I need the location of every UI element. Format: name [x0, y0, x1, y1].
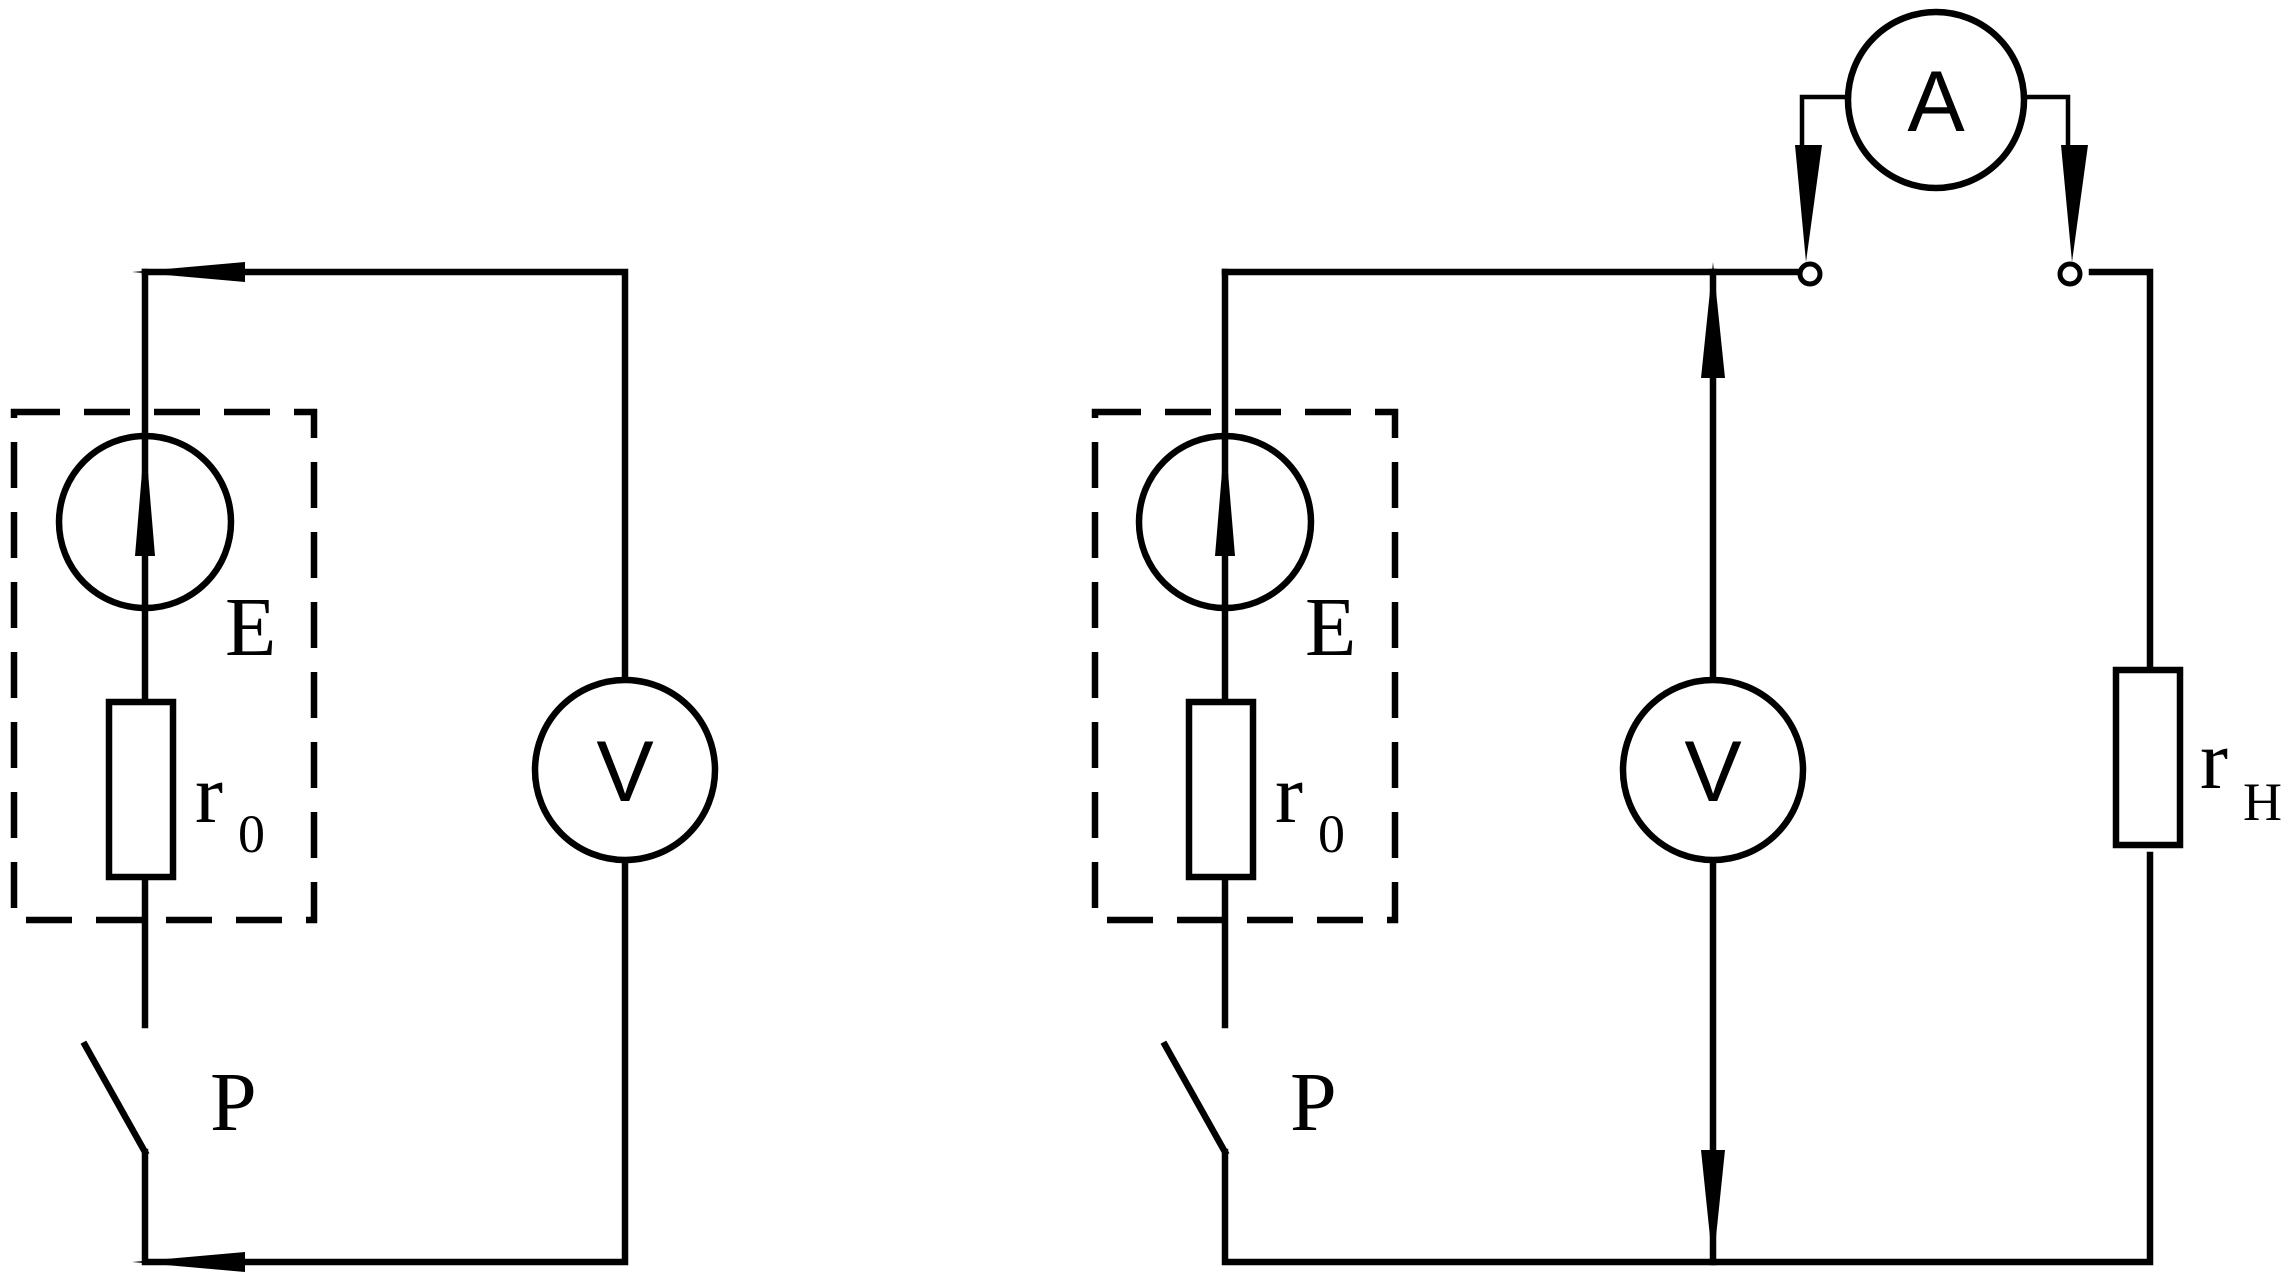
left-resistor-label: r [195, 748, 223, 841]
right-load-wire [2088, 268, 2154, 674]
right-voltmeter [1619, 676, 1807, 864]
left-emf-label: E [225, 581, 276, 674]
left-voltmeter [531, 676, 719, 864]
right-circuit: V E r 0 P A r H [1091, 8, 2282, 1266]
left-top-arrow [132, 262, 245, 282]
left-circuit: E r 0 P V [10, 262, 719, 1272]
ammeter-label: A [1907, 54, 1965, 150]
left-resistor-subscript: 0 [238, 804, 265, 864]
ammeter-lead-right [2025, 94, 2071, 175]
load-resistor-subscript: H [2243, 772, 2282, 832]
right-resistor-subscript: 0 [1318, 804, 1345, 864]
left-top-wire [141, 268, 629, 684]
left-bottom-wire [141, 856, 629, 1266]
right-internal-resistor [1185, 698, 1257, 881]
right-emf-label: E [1305, 581, 1356, 674]
left-switch-blade [80, 1040, 150, 1157]
load-resistor [2112, 666, 2184, 849]
left-bottom-arrow [132, 1252, 245, 1272]
right-voltage-arrow-down [1701, 1150, 1725, 1266]
right-emf-arrow [1215, 436, 1235, 556]
right-switch-blade [1160, 1040, 1230, 1157]
left-switch-label: P [210, 1056, 257, 1149]
right-voltage-arrow-up [1701, 262, 1725, 378]
left-source-boundary [10, 408, 318, 924]
right-resistor-label: r [1275, 748, 1303, 841]
ammeter-terminal-left [1797, 261, 1823, 287]
ammeter [1844, 8, 2028, 192]
right-switch-label: P [1290, 1056, 1337, 1149]
right-bottom-wire [1221, 851, 2154, 1266]
ammeter-probe-left [1795, 145, 1822, 262]
right-voltmeter-label: V [1684, 724, 1741, 820]
left-emf-arrow [135, 436, 155, 556]
left-voltmeter-label: V [596, 724, 653, 820]
left-internal-resistor [105, 698, 177, 881]
right-source-boundary [1091, 408, 1399, 924]
ammeter-terminal-right [2057, 261, 2083, 287]
load-resistor-label: r [2200, 714, 2228, 807]
ammeter-probe-right [2061, 145, 2088, 262]
